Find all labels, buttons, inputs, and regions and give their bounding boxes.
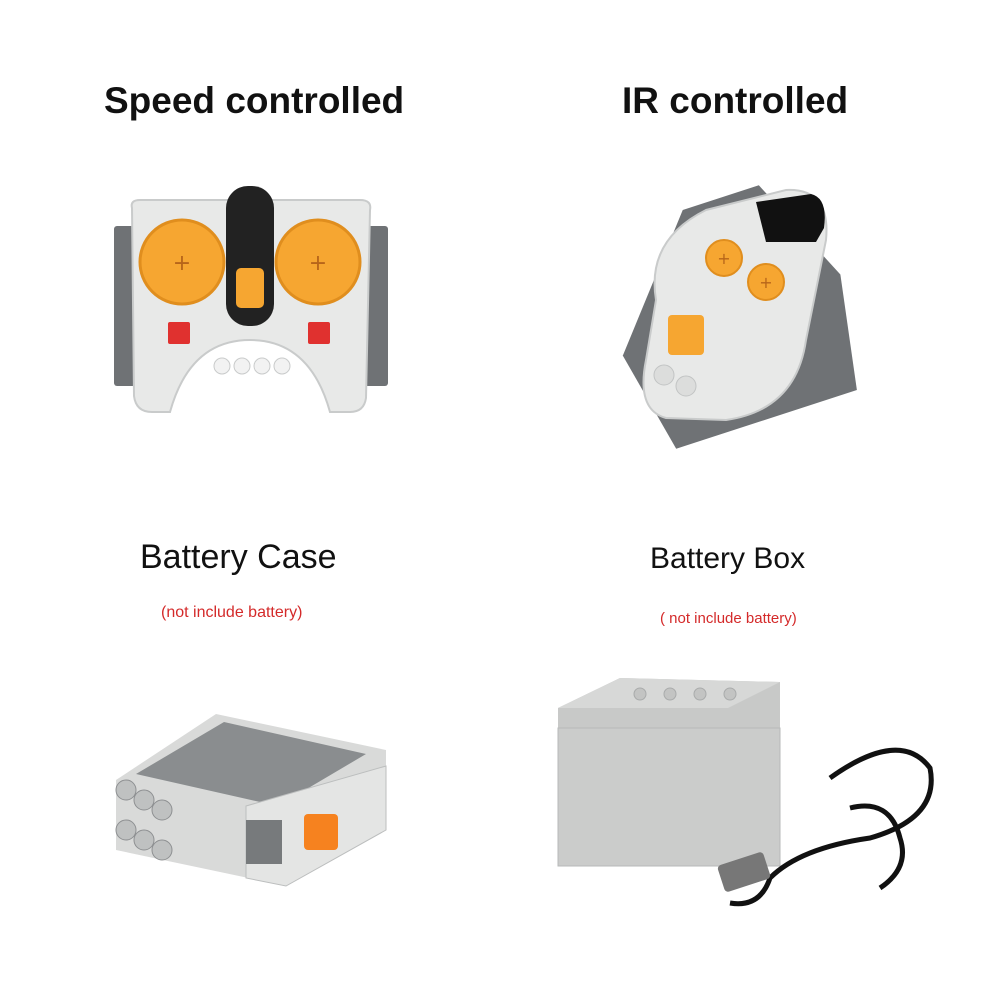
battery-box-note: ( not include battery): [660, 610, 797, 627]
battery-box-image: [557, 678, 934, 907]
battery-box-title: Battery Box: [650, 542, 806, 575]
ir-receiver-image: + +: [622, 185, 857, 449]
svg-text:+: +: [717, 249, 730, 268]
battery-case-title: Battery Case: [140, 538, 337, 576]
speed-controlled-title: Speed controlled: [104, 80, 405, 121]
speed-remote-image: + +: [114, 186, 388, 413]
ir-controlled-title: IR controlled: [622, 80, 849, 121]
svg-text:+: +: [309, 251, 327, 276]
svg-text:+: +: [173, 251, 191, 276]
battery-case-note: (not include battery): [161, 604, 303, 621]
battery-case-image: [115, 714, 387, 887]
svg-text:+: +: [759, 273, 772, 292]
